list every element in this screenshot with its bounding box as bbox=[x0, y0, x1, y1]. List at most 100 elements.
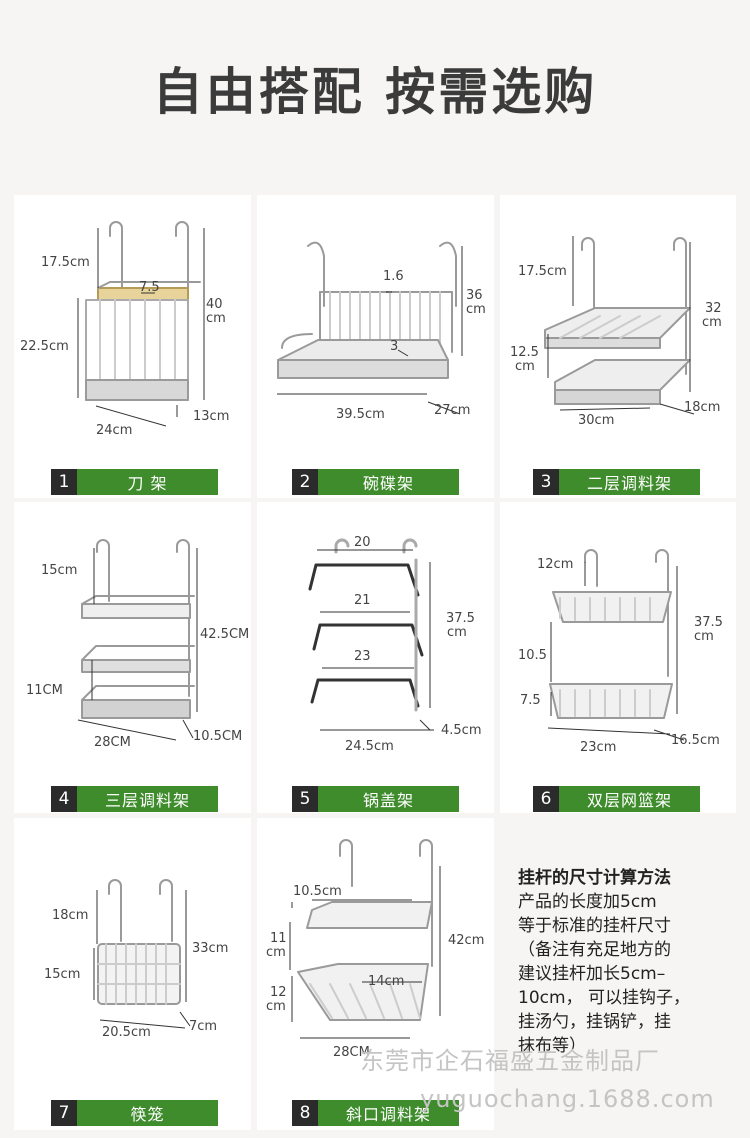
product-name: 刀 架 bbox=[77, 469, 218, 495]
dim-label: 23cm bbox=[580, 740, 617, 755]
product-name: 三层调料架 bbox=[77, 786, 218, 812]
note-line: 挂汤勺，挂锅铲，挂 bbox=[518, 1012, 671, 1032]
dim-label: 4.5cm bbox=[441, 723, 482, 738]
product-number: 3 bbox=[533, 469, 559, 495]
dim-label: cm bbox=[266, 945, 286, 960]
dim-label: cm bbox=[515, 359, 535, 374]
dim-label: 37.5 bbox=[694, 615, 723, 630]
dim-label: 20 bbox=[354, 535, 371, 550]
product-name: 二层调料架 bbox=[559, 469, 700, 495]
dim-label: 14cm bbox=[368, 974, 405, 989]
product-name: 碗碟架 bbox=[318, 469, 459, 495]
dim-label: 23 bbox=[354, 649, 371, 664]
knife-rack-image bbox=[85, 221, 201, 401]
dim-label: 13cm bbox=[193, 409, 230, 424]
dim-label: 12cm bbox=[537, 557, 574, 572]
rod-size-heading: 挂杆的尺寸计算方法 bbox=[518, 868, 671, 888]
dim-label: 11CM bbox=[26, 683, 63, 698]
dim-label: cm bbox=[206, 311, 226, 326]
note-line: 产品的长度加5cm bbox=[518, 892, 657, 912]
dim-label: 30cm bbox=[578, 413, 615, 428]
product-number: 6 bbox=[533, 786, 559, 812]
watermark-url: yuguochang.1688.com bbox=[420, 1085, 715, 1113]
dim-label: 39.5cm bbox=[336, 407, 385, 422]
dim-label: cm bbox=[694, 629, 714, 644]
product-card-4 bbox=[14, 502, 251, 813]
product-number: 8 bbox=[292, 1100, 318, 1126]
product-name: 斜口调料架 bbox=[318, 1100, 459, 1126]
dim-label: 7.5 bbox=[520, 693, 541, 708]
page-title: 自由搭配 按需选购 bbox=[152, 63, 598, 121]
note-line: 10cm， 可以挂钩子， bbox=[518, 988, 690, 1008]
dim-label: 28CM bbox=[94, 735, 131, 750]
dim-label: 21 bbox=[354, 593, 371, 608]
product-number: 5 bbox=[292, 786, 318, 812]
product-number: 7 bbox=[51, 1100, 77, 1126]
product-card-5 bbox=[257, 502, 494, 813]
dim-label: 16.5cm bbox=[671, 733, 720, 748]
dim-label: 3 bbox=[390, 339, 399, 354]
dim-label: 12.5 bbox=[510, 345, 539, 360]
chopstick-cage-image bbox=[97, 879, 181, 1005]
dim-label: 36 bbox=[466, 288, 483, 303]
dim-label: 22.5cm bbox=[20, 339, 69, 354]
dish-rack-image bbox=[277, 241, 457, 379]
rod-size-note: 挂杆的尺寸计算方法 产品的长度加5cm 等于标准的挂杆尺寸 （备注有充足地方的 … bbox=[518, 866, 730, 1058]
product-number: 4 bbox=[51, 786, 77, 812]
dim-label: 17.5cm bbox=[518, 264, 567, 279]
note-line: 建议挂杆加长5cm– bbox=[518, 964, 666, 984]
watermark-company: 东莞市企石福盛五金制品厂 bbox=[360, 1047, 660, 1075]
dim-label: 27cm bbox=[434, 403, 471, 418]
dim-label: 10.5CM bbox=[193, 729, 243, 744]
dim-label: 15cm bbox=[44, 967, 81, 982]
dim-label: 15cm bbox=[41, 563, 78, 578]
dim-label: 40 bbox=[206, 297, 223, 312]
dim-label: 7.5 bbox=[139, 280, 160, 295]
dim-label: 10.5cm bbox=[293, 884, 342, 899]
pot-lid-rack-image bbox=[308, 538, 424, 712]
product-card-1 bbox=[14, 195, 251, 498]
two-tier-rack-image bbox=[544, 237, 691, 405]
product-number: 1 bbox=[51, 469, 77, 495]
three-tier-rack-image bbox=[81, 539, 195, 719]
note-line: 抹布等） bbox=[518, 1036, 586, 1056]
note-line: 等于标准的挂杆尺寸 bbox=[518, 916, 671, 936]
dim-label: 11 bbox=[270, 931, 287, 946]
dim-label: cm bbox=[447, 625, 467, 640]
product-name: 锅盖架 bbox=[318, 786, 459, 812]
dim-label: 24.5cm bbox=[345, 739, 394, 754]
dim-label: cm bbox=[466, 302, 486, 317]
dim-label: 17.5cm bbox=[41, 255, 90, 270]
dim-label: 42.5CM bbox=[200, 627, 250, 642]
dim-label: 32 bbox=[705, 301, 722, 316]
dim-label: 18cm bbox=[684, 400, 721, 415]
product-number: 2 bbox=[292, 469, 318, 495]
dim-label: 1.6 bbox=[383, 269, 404, 284]
dim-label: cm bbox=[702, 315, 722, 330]
product-name: 筷笼 bbox=[77, 1100, 218, 1126]
dim-label: 24cm bbox=[96, 423, 133, 438]
dim-label: 42cm bbox=[448, 933, 485, 948]
dim-label: 20.5cm bbox=[102, 1025, 151, 1040]
note-line: （备注有充足地方的 bbox=[518, 940, 671, 960]
dim-label: 10.5 bbox=[518, 648, 547, 663]
dim-label: 33cm bbox=[192, 941, 229, 956]
product-name: 双层网篮架 bbox=[559, 786, 700, 812]
double-basket-rack-image bbox=[549, 549, 673, 719]
dim-label: 37.5 bbox=[446, 611, 475, 626]
dim-label: 18cm bbox=[52, 908, 89, 923]
dim-label: 28CM bbox=[333, 1045, 370, 1060]
dim-label: 12 bbox=[270, 985, 287, 1000]
product-card-6 bbox=[500, 502, 736, 813]
dim-label: 7cm bbox=[189, 1019, 218, 1034]
slanted-rack-image bbox=[297, 839, 433, 1021]
